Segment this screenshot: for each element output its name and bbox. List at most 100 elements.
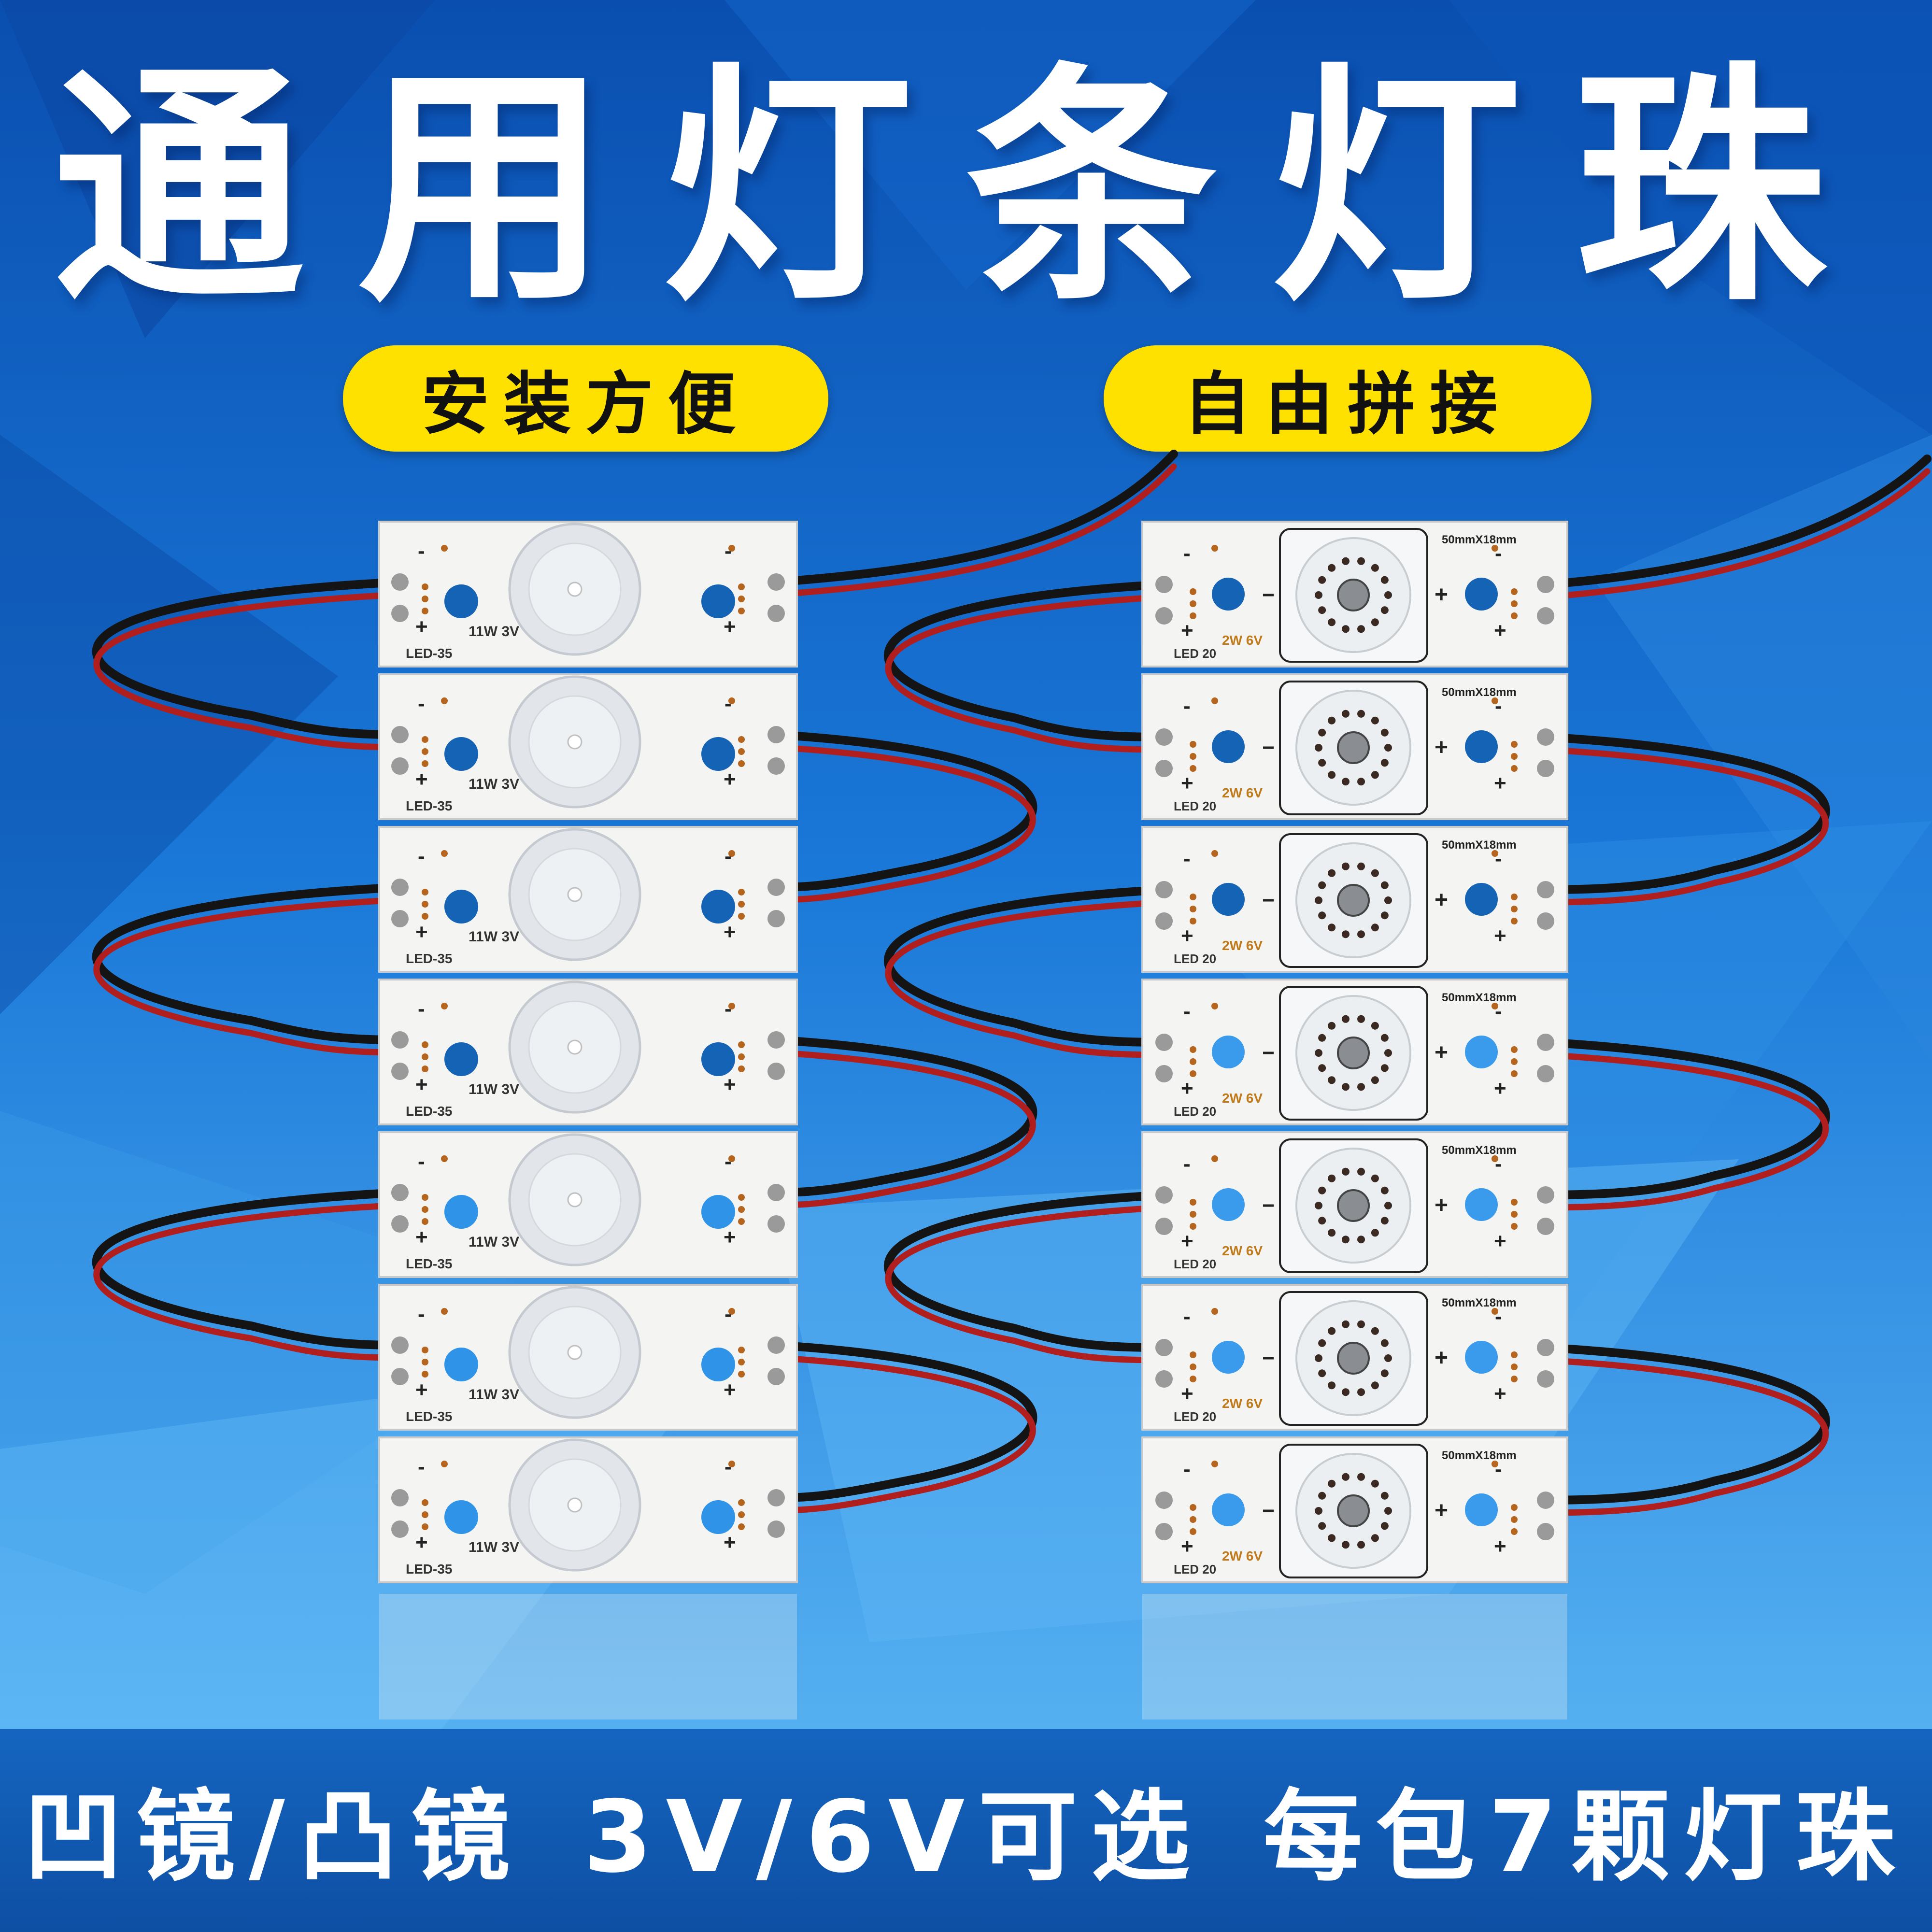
strip-left-minus-r: -	[724, 1302, 732, 1326]
lens-ring-dot	[1380, 881, 1389, 889]
strip-right-minus: -	[1183, 847, 1191, 870]
wire-left-1-black	[92, 578, 404, 739]
lens-ring-dot	[1328, 869, 1336, 877]
solder-pad	[391, 757, 409, 775]
copper-dot	[1511, 1528, 1518, 1535]
strip-right-plus-r: +	[1494, 1077, 1506, 1100]
copper-dot	[1511, 1223, 1518, 1230]
lens-ring-dot	[1380, 1369, 1389, 1378]
wire-right-2-red	[1542, 746, 1829, 906]
strip-left-plus: +	[415, 920, 428, 944]
blue-pad	[1212, 1493, 1245, 1526]
lens-ring-dot	[1341, 1015, 1350, 1023]
lens-ring-dot	[1341, 1473, 1350, 1481]
lens-ring-dot	[1315, 1354, 1322, 1362]
strip-right-rating: 2W 6V	[1222, 1091, 1263, 1106]
wire-exit-red	[1542, 468, 1931, 600]
led-chip	[1337, 1494, 1370, 1527]
strip-right-plus-mid: +	[1435, 1040, 1448, 1065]
led-chip	[1337, 1189, 1370, 1222]
wire-left-5-red	[93, 1202, 403, 1361]
led-chip	[1337, 579, 1370, 611]
solder-pad	[391, 1031, 409, 1049]
wire-right-4-red	[1542, 1051, 1829, 1211]
lens-ring-dot	[1371, 1327, 1379, 1335]
copper-dot	[422, 583, 428, 590]
copper-dot	[1190, 612, 1196, 619]
led-chip	[567, 1345, 582, 1360]
lens-ring-dot	[1318, 1034, 1326, 1042]
copper-dot	[738, 1065, 745, 1072]
strip-right-model: LED 20	[1174, 952, 1216, 966]
solder-pad	[391, 1184, 409, 1201]
copper-dot	[422, 1371, 428, 1378]
copper-dot	[422, 1347, 428, 1353]
copper-dot	[422, 608, 428, 614]
copper-dot	[422, 889, 428, 895]
strip-left-rating: 11W 3V	[469, 1539, 519, 1555]
solder-pad	[767, 910, 785, 927]
strip-left-model: LED-35	[406, 646, 452, 661]
copper-dot	[1511, 1046, 1518, 1053]
copper-dot	[1511, 1199, 1518, 1206]
solder-pad	[1155, 1034, 1173, 1051]
solder-pad	[1155, 1218, 1173, 1235]
solder-pad	[767, 726, 785, 743]
copper-dot	[728, 545, 735, 552]
strip-right-minus-r: -	[1495, 541, 1502, 565]
copper-dot	[1511, 894, 1518, 900]
lens-ring-dot	[1318, 1369, 1326, 1378]
strip-right-size: 50mmX18mm	[1442, 686, 1517, 699]
strip-left-minus-r: -	[724, 692, 732, 715]
solder-pad	[767, 1520, 785, 1538]
lens-ring-dot	[1371, 1229, 1379, 1237]
strip-left-plus-r: +	[724, 920, 736, 944]
lens-ring-dot	[1328, 1381, 1336, 1390]
copper-dot	[738, 1218, 745, 1225]
lens-ring-dot	[1318, 1492, 1326, 1500]
copper-dot	[738, 1194, 745, 1201]
lens-ring-dot	[1315, 1202, 1322, 1209]
lens-ring-dot	[1384, 1049, 1392, 1057]
wire-left-3-red	[93, 896, 403, 1056]
lens-ring-dot	[1371, 1022, 1379, 1030]
strip-left-plus-r: +	[724, 1378, 736, 1402]
strip-left-plus-r: +	[724, 1073, 736, 1096]
solder-pad	[1537, 1186, 1554, 1204]
copper-dot	[738, 596, 745, 602]
copper-dot	[1492, 1308, 1498, 1315]
strip-right-size: 50mmX18mm	[1442, 533, 1517, 546]
lens-ring-dot	[1328, 771, 1336, 779]
copper-dot	[1511, 1070, 1518, 1077]
strip-right-minus-r: -	[1495, 1457, 1502, 1481]
lens-ring-dot	[1380, 911, 1389, 920]
copper-dot	[1190, 1376, 1196, 1382]
strip-left-rating: 11W 3V	[469, 1234, 519, 1250]
lens-ring-dot	[1357, 1167, 1365, 1176]
blue-pad	[701, 1348, 735, 1381]
copper-dot	[1511, 1058, 1518, 1065]
copper-dot	[1211, 1461, 1218, 1467]
blue-pad	[701, 1042, 735, 1076]
copper-dot	[1190, 1046, 1196, 1053]
lens-ring-dot	[1371, 771, 1379, 779]
lens-ring-dot	[1328, 1174, 1336, 1182]
reflection-left	[379, 1594, 797, 1719]
lens-ring-dot	[1380, 1522, 1389, 1530]
copper-dot	[1511, 1376, 1518, 1382]
copper-dot	[738, 1499, 745, 1506]
copper-dot	[1190, 600, 1196, 607]
solder-pad	[391, 1489, 409, 1506]
strip-left-minus: -	[418, 1455, 425, 1478]
lens-ring-dot	[1371, 1174, 1379, 1182]
copper-dot	[738, 1511, 745, 1518]
blue-pad	[444, 737, 478, 771]
solder-pad	[1537, 912, 1554, 930]
solder-pad	[1537, 1065, 1554, 1082]
copper-dot	[441, 697, 448, 704]
copper-dot	[422, 760, 428, 767]
copper-dot	[1211, 850, 1218, 857]
strip-left-model: LED-35	[406, 1562, 452, 1577]
solder-pad	[391, 1063, 409, 1080]
